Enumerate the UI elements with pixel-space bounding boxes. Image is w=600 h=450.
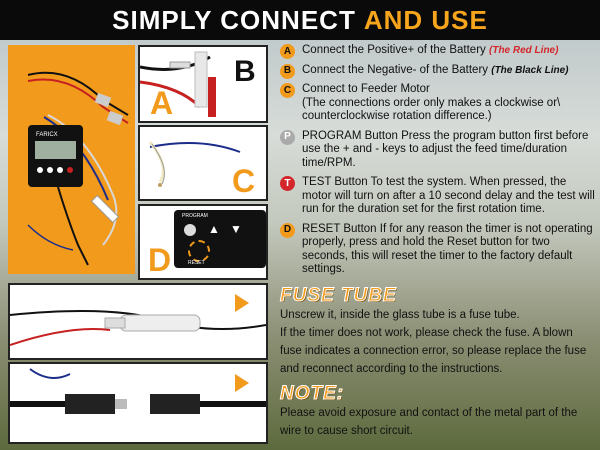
fuse-line-1: Unscrew it, inside the glass tube is a f… <box>280 309 520 321</box>
badge-b: B <box>280 63 295 79</box>
connector-arrow-icon <box>235 374 249 392</box>
button-panel: PROGRAM ▲ ▼ RESET <box>174 210 266 268</box>
instructions-list: A Connect the Positive+ of the Battery (… <box>280 44 596 283</box>
item-title: TEST Button <box>302 176 368 188</box>
fuse-arrow-icon <box>235 294 249 312</box>
label-c: C <box>232 163 256 199</box>
item-body: (The connections order only makes a cloc… <box>302 96 561 123</box>
reset-highlight-ring <box>188 240 210 262</box>
connector-photo <box>8 362 268 444</box>
title-banner: SIMPLY CONNECT AND USE <box>0 0 600 40</box>
motor-wires-photo: C <box>138 125 268 201</box>
label-a: A <box>150 85 174 121</box>
item-body: Press the program button first before us… <box>302 129 589 169</box>
item-body: To test the system. When pressed, the mo… <box>302 176 595 215</box>
label-d: D <box>148 242 172 278</box>
title-part-2: AND USE <box>363 4 488 35</box>
label-b: B <box>234 55 256 88</box>
plus-key-icon: ▲ <box>208 222 220 236</box>
fuse-text: Unscrew it, inside the glass tube is a f… <box>280 306 590 378</box>
item-text: Connect the Positive+ of the Battery <box>302 44 486 56</box>
badge-p: P <box>280 129 295 145</box>
red-line-note: (The Red Line) <box>489 45 559 56</box>
minus-key-icon: ▼ <box>230 222 242 236</box>
timer-product-photo: FARICX <box>8 45 135 274</box>
black-line-note: (The Black Line) <box>491 64 569 76</box>
title-part-1: SIMPLY CONNECT <box>112 4 356 35</box>
program-label: PROGRAM <box>182 213 208 219</box>
item-title: PROGRAM Button <box>302 129 398 142</box>
item-title: Connect to Feeder Motor <box>302 83 430 95</box>
list-item: D RESET Button If for any reason the tim… <box>280 222 596 277</box>
battery-clips-photo: A B <box>138 45 268 123</box>
timer-brand: FARICX <box>36 132 58 138</box>
list-item: P PROGRAM Button Press the program butto… <box>280 129 596 171</box>
item-text: Connect the Negative- of the Battery <box>302 63 489 76</box>
reset-label: RESET <box>188 260 205 266</box>
item-body: If for any reason the timer is not opera… <box>302 222 593 276</box>
fuse-tube-photo <box>8 283 268 360</box>
list-item: B Connect the Negative- of the Battery (… <box>280 63 596 79</box>
list-item: A Connect the Positive+ of the Battery (… <box>280 44 596 59</box>
list-item: T TEST Button To test the system. When p… <box>280 176 596 217</box>
buttons-photo: PROGRAM ▲ ▼ RESET D <box>138 204 268 280</box>
item-title: RESET Button <box>302 222 377 235</box>
badge-t: T <box>280 176 295 191</box>
badge-d: D <box>280 222 295 238</box>
badge-a: A <box>280 44 295 59</box>
note-heading: NOTE: <box>279 383 345 405</box>
fuse-heading: FUSE TUBE <box>280 285 397 307</box>
program-button-image <box>184 224 196 236</box>
fuse-line-2: If the timer does not work, please check… <box>280 327 587 375</box>
badge-c: C <box>280 83 295 98</box>
note-text: Please avoid exposure and contact of the… <box>280 407 578 437</box>
list-item: C Connect to Feeder Motor (The connectio… <box>280 83 596 124</box>
